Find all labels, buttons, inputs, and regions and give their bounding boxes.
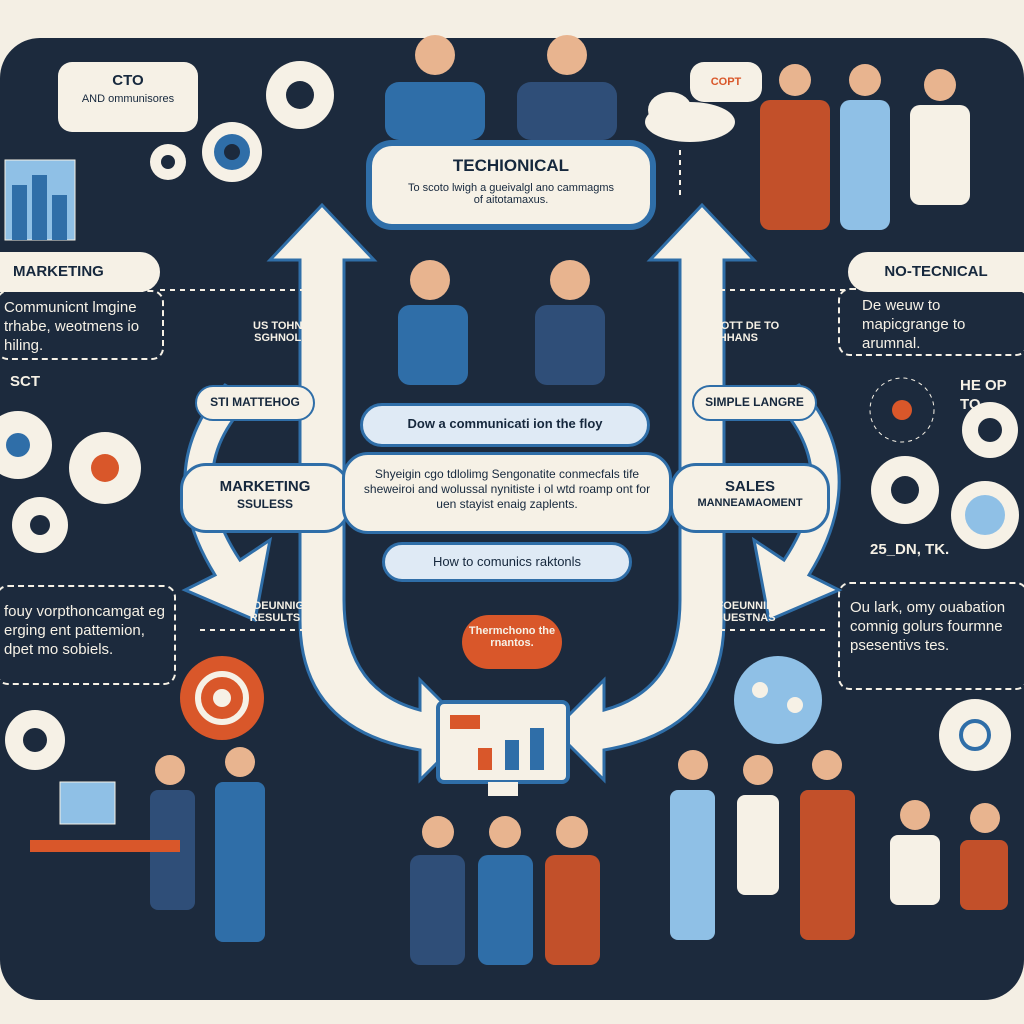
cto-title: CTO xyxy=(112,72,144,89)
help-label: HE OP TO xyxy=(960,377,1007,413)
cloud-icon xyxy=(645,92,735,142)
gear-icon xyxy=(951,481,1019,549)
gear-icon xyxy=(150,144,186,180)
person-figure xyxy=(737,755,779,895)
non-technical-body: De weuw to mapicgrange to arumnal. xyxy=(862,297,966,352)
flow-title-pill: Dow a communicati ion the floy xyxy=(360,403,650,447)
how-to-pill: How to comunics raktonls xyxy=(382,542,632,582)
person-figure xyxy=(890,800,940,905)
person-figure xyxy=(670,750,715,940)
cto-subtitle: AND ommunisores xyxy=(81,93,175,105)
marketing-dashed-box xyxy=(0,290,164,360)
gears-bubble-icon xyxy=(734,656,822,744)
non-technical-dashed-box xyxy=(838,288,1024,356)
cto-bubble: CTO AND ommunisores xyxy=(58,62,198,132)
left-feedback-body: fouy vorpthoncamgat eg erging ent pattem… xyxy=(4,603,165,658)
gear-icon xyxy=(69,432,141,504)
target-icon xyxy=(869,377,935,443)
copt-bubble: COPT xyxy=(690,62,762,102)
person-figure xyxy=(535,260,605,385)
gear-icon xyxy=(0,411,52,479)
sales-pill-title: SALES xyxy=(724,478,775,495)
technical-body: To scoto lwigh a gueivalgl ano cammagms … xyxy=(407,182,615,206)
person-figure xyxy=(910,69,970,205)
person-figure xyxy=(215,747,265,942)
simple-language-pill: SIMPLE LANGRE xyxy=(692,385,817,421)
person-figure xyxy=(517,35,617,140)
person-figure xyxy=(410,816,465,965)
person-figure xyxy=(545,816,600,965)
results-label: FOEUNNIG RESULTS xyxy=(245,600,305,624)
person-figure xyxy=(478,816,533,965)
marketing-pill: MARKETING SSULESS xyxy=(180,463,350,533)
bar-chart-icon xyxy=(4,159,76,241)
person-figure xyxy=(385,35,485,140)
marketing-pill-title: MARKETING xyxy=(219,478,311,495)
teh-label: TEHHOTT DE TO FHHANS xyxy=(690,320,780,344)
gear-icon xyxy=(962,402,1018,458)
dashed-connectors xyxy=(160,150,850,631)
marketing-pill-sub: SSULESS xyxy=(236,497,293,511)
non-technical-title: NO-TECNICAL xyxy=(848,252,1024,292)
matching-pill: STI MATTEHOG xyxy=(195,385,315,421)
gear-icon xyxy=(871,456,939,524)
person-figure xyxy=(960,803,1008,910)
flow-body: Shyeigin cgo tdlolimg Sengonatite conmec… xyxy=(342,452,672,534)
orange-speech-bubble: Thermchono the rnantos. xyxy=(462,615,562,669)
us-technical-label: US TOHNAL SGHNOLES xyxy=(253,320,317,344)
person-figure xyxy=(150,755,195,910)
gear-icon xyxy=(12,497,68,553)
sales-pill: SALES MANNEAMAOMENT xyxy=(670,463,830,533)
marketing-title: MARKETING xyxy=(0,252,160,292)
person-figure xyxy=(398,260,468,385)
right-feedback-box xyxy=(838,582,1024,690)
technical-card: TECHIONICAL To scoto lwigh a gueivalgl a… xyxy=(366,140,656,230)
sct-label: SCT xyxy=(10,373,40,390)
gear-icons xyxy=(0,61,1019,770)
right-feedback-body: Ou lark, omy ouabation comnig golurs fou… xyxy=(850,599,1006,654)
person-figure xyxy=(800,750,855,940)
desk-figure xyxy=(30,781,180,852)
people-illustrations xyxy=(30,35,1008,965)
technical-title: TECHIONICAL xyxy=(452,156,570,175)
left-feedback-box xyxy=(0,585,176,685)
gear-icon xyxy=(5,710,65,770)
person-figure xyxy=(760,64,830,230)
target-bubble-icon xyxy=(180,656,264,740)
marketing-body: Communicnt lmgine trhabe, weotmens io hi… xyxy=(4,299,140,354)
flow-arrows xyxy=(181,202,843,784)
gear-icon xyxy=(202,122,262,182)
chat-bubble-icon xyxy=(939,699,1011,771)
person-figure xyxy=(840,64,890,230)
questions-label: FOEUNNIE QUESTNAS xyxy=(714,600,776,624)
stat-label: 25_DN, TK. xyxy=(870,541,950,558)
gear-icon xyxy=(266,61,334,129)
sales-pill-sub: MANNEAMAOMENT xyxy=(697,497,803,509)
dashboard-monitor-icon xyxy=(436,700,570,796)
